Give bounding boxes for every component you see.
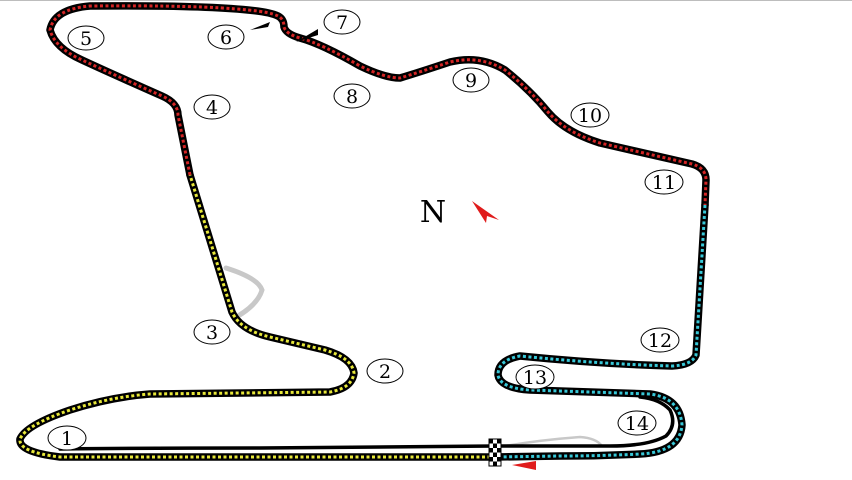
sector-markings bbox=[18, 4, 708, 459]
corner-7: 7 bbox=[323, 9, 361, 35]
turn-6-marker bbox=[250, 22, 270, 30]
corner-7-number: 7 bbox=[336, 12, 348, 34]
corner-2-number: 2 bbox=[379, 361, 391, 383]
corner-12: 12 bbox=[640, 327, 680, 353]
corner-1-number: 1 bbox=[61, 428, 73, 450]
corner-13: 13 bbox=[515, 364, 555, 390]
sector-1-yellow bbox=[18, 174, 496, 459]
runoff-pit-exit bbox=[503, 435, 604, 448]
corner-2: 2 bbox=[366, 358, 404, 384]
pit-lane-outline bbox=[58, 395, 675, 451]
race-direction-arrow bbox=[512, 461, 536, 470]
corner-12-number: 12 bbox=[648, 330, 672, 352]
runoff-paths bbox=[223, 265, 604, 448]
turn-7-marker bbox=[296, 29, 318, 42]
corner-6-number: 6 bbox=[220, 27, 232, 49]
corner-5: 5 bbox=[67, 25, 105, 51]
corner-3-number: 3 bbox=[206, 322, 218, 344]
compass-north-label: N bbox=[420, 195, 446, 230]
corner-9-number: 9 bbox=[465, 70, 477, 92]
corner-11: 11 bbox=[644, 169, 684, 195]
track-sector-2-outline bbox=[46, 2, 710, 209]
compass: N bbox=[420, 195, 499, 230]
corner-13-number: 13 bbox=[523, 367, 547, 389]
corner-11-number: 11 bbox=[652, 172, 676, 194]
corner-1: 1 bbox=[47, 425, 87, 451]
corner-labels: 1 2 3 4 5 6 7 8 bbox=[47, 9, 684, 451]
corner-3: 3 bbox=[193, 319, 231, 345]
corner-10-number: 10 bbox=[578, 105, 602, 127]
corner-14: 14 bbox=[617, 410, 657, 436]
corner-4: 4 bbox=[193, 94, 231, 120]
corner-14-number: 14 bbox=[625, 413, 649, 435]
sector-2-red bbox=[48, 4, 708, 206]
sector-3-cyan bbox=[495, 204, 707, 459]
runoff-turn-3 bbox=[223, 265, 265, 319]
corner-8: 8 bbox=[333, 83, 371, 109]
compass-arrow bbox=[472, 201, 499, 223]
corner-8-number: 8 bbox=[346, 86, 358, 108]
corner-10: 10 bbox=[570, 102, 610, 128]
corner-4-number: 4 bbox=[206, 97, 218, 119]
corner-9: 9 bbox=[452, 67, 490, 93]
top-border bbox=[0, 0, 852, 1]
corner-5-number: 5 bbox=[80, 28, 92, 50]
track-outline bbox=[16, 2, 710, 461]
start-finish-line bbox=[488, 438, 502, 467]
corner-6: 6 bbox=[207, 24, 245, 50]
